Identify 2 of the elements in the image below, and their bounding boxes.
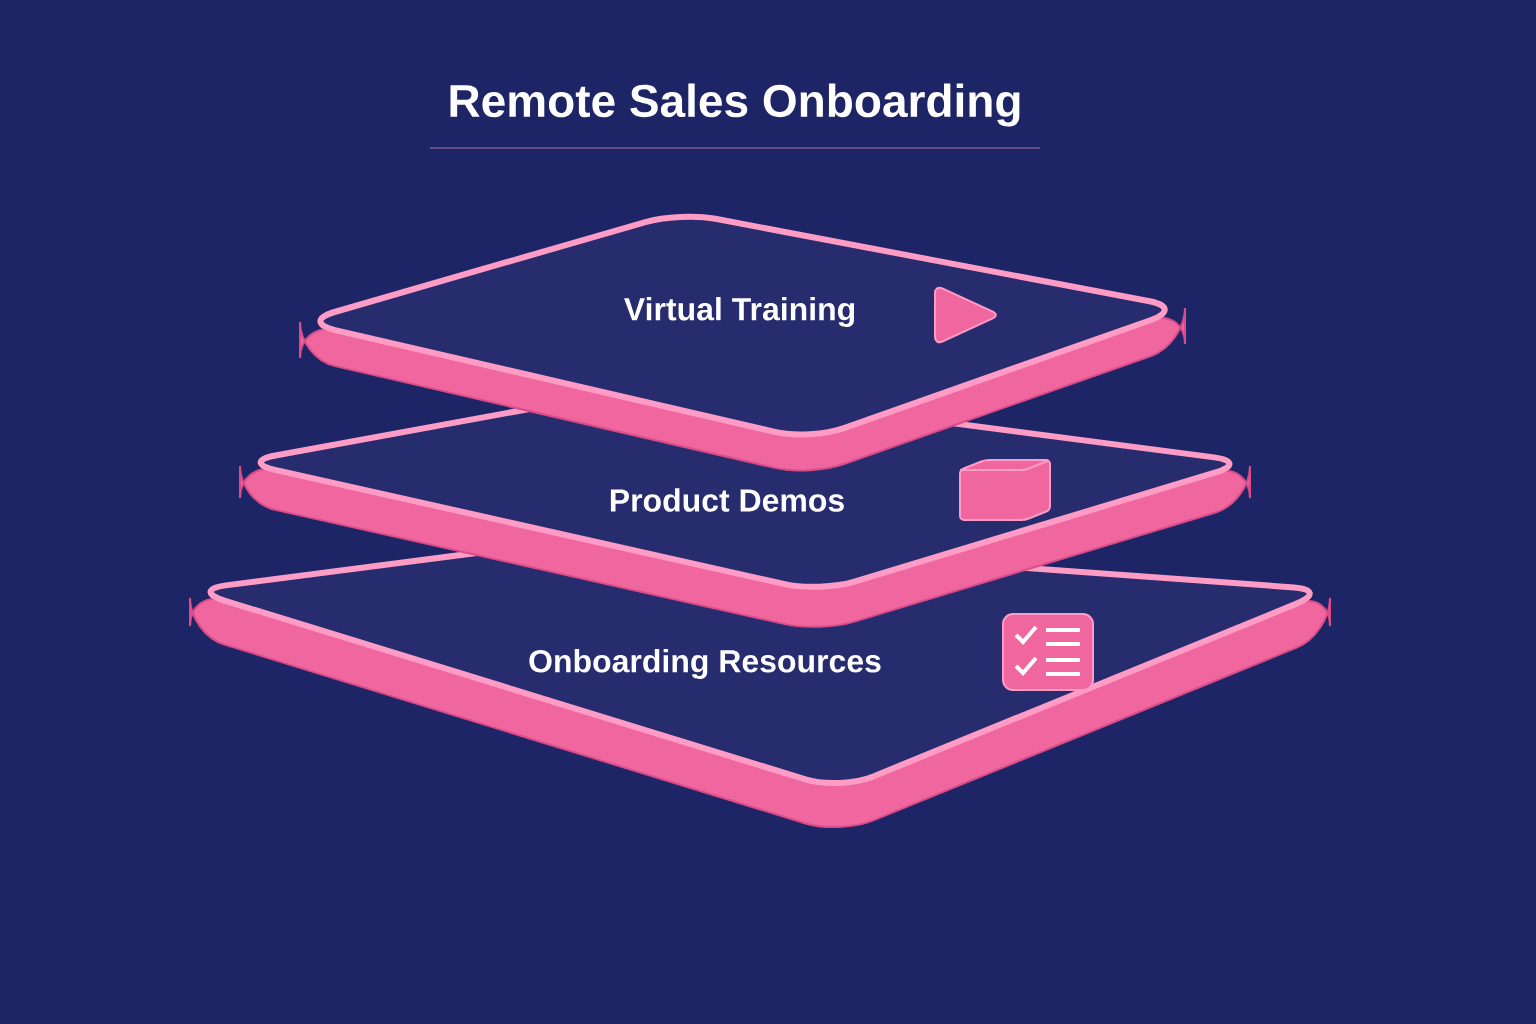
title: Remote Sales Onboarding	[450, 83, 1020, 127]
platform-layer: Virtual Training	[299, 213, 1186, 472]
